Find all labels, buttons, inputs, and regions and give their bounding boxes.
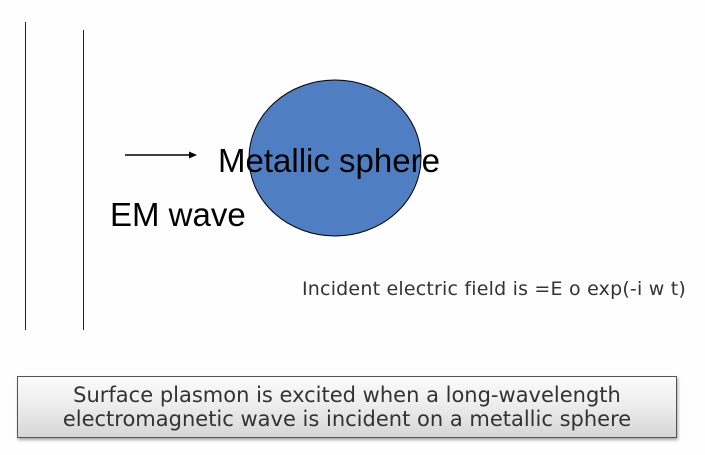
wave-label: EM wave	[110, 196, 246, 233]
caption-line-1: Surface plasmon is excited when a long-w…	[73, 383, 621, 407]
field-equation: Incident electric field is =E o exp(-i w…	[302, 278, 686, 300]
sphere-label: Metallic sphere	[218, 142, 440, 179]
metallic-sphere	[248, 79, 422, 237]
caption-box: Surface plasmon is excited when a long-w…	[17, 376, 677, 438]
right-boundary-line	[83, 30, 84, 330]
left-boundary-line	[25, 22, 26, 330]
wave-arrow-head	[189, 151, 197, 159]
caption-line-2: electromagnetic wave is incident on a me…	[62, 407, 632, 431]
